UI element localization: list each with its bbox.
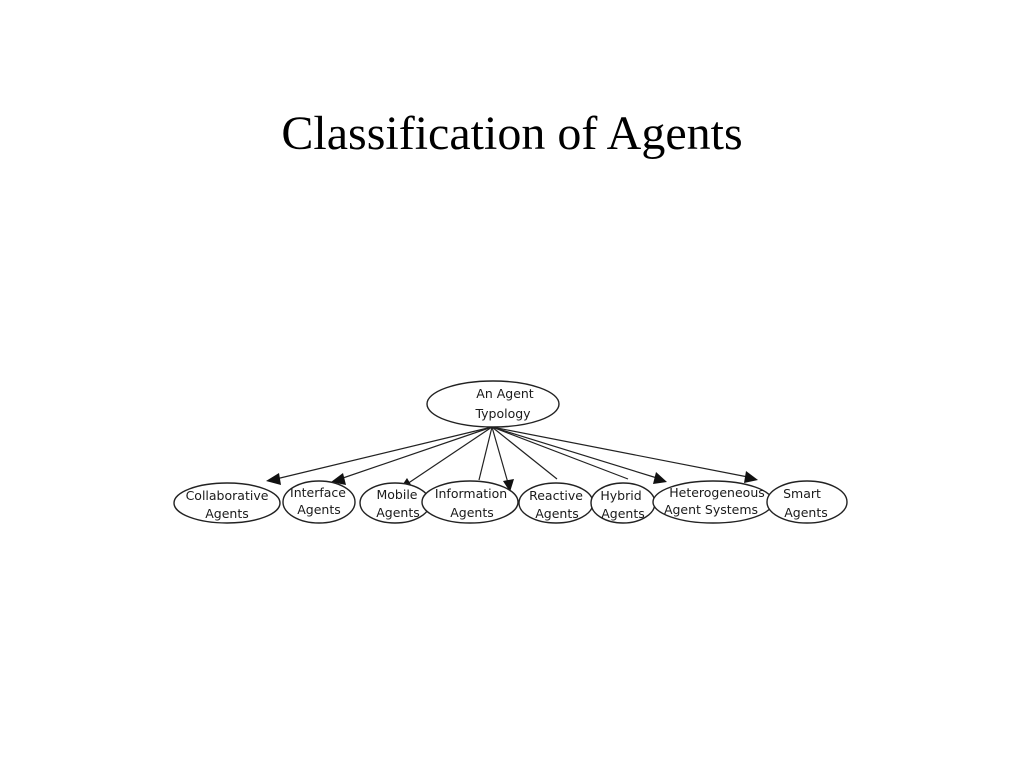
node-information-label-line2: Agents [450,505,494,520]
edge-to-reactive [491,426,558,480]
node-mobile-label-line2: Agents [376,505,420,520]
node-interface-label-line2: Agents [297,502,341,517]
arrowhead-heterogeneous [653,472,667,484]
node-information: Information Agents [421,480,519,524]
arrowhead-smart [744,471,758,483]
node-interface: Interface Agents [282,480,356,524]
node-heterogeneous-label-line1: Heterogeneous [669,485,765,500]
edge-to-interface [339,426,493,480]
node-collaborative: Collaborative Agents [173,482,281,524]
node-mobile: Mobile Agents [359,482,431,524]
node-collaborative-label-line1: Collaborative [186,488,269,503]
edge-to-smart [491,426,749,478]
node-collaborative-label-line2: Agents [205,506,249,521]
node-root-label-line1: An Agent [476,386,534,401]
node-smart-label-line1: Smart [783,486,821,501]
node-heterogeneous-label-line2: Agent Systems [664,502,758,517]
node-information-label-line1: Information [435,486,507,501]
node-hybrid: Hybrid Agents [590,482,656,524]
edge-to-collaborative [275,426,493,480]
node-hybrid-label-line2: Agents [601,506,645,521]
node-smart: Smart Agents [766,480,848,524]
node-interface-label-line1: Interface [290,485,346,500]
slide-title: Classification of Agents [281,107,743,160]
node-smart-label-line2: Agents [784,505,828,520]
node-hybrid-label-line1: Hybrid [600,488,641,503]
arrowhead-interface [331,473,346,485]
edge-to-heterogeneous [491,426,658,479]
edges-group [266,426,758,492]
node-root-label-line2: Typology [474,406,531,421]
arrowhead-collaborative [266,473,281,485]
edge-to-information-left [478,426,493,481]
node-reactive-label-line1: Reactive [529,488,583,503]
node-reactive-label-line2: Agents [535,506,579,521]
node-mobile-label-line1: Mobile [376,487,417,502]
arrowhead-information [503,479,514,492]
node-heterogeneous: Heterogeneous Agent Systems [652,480,774,524]
node-root: An Agent Typology [426,380,560,428]
edge-to-mobile [406,426,493,485]
edge-to-hybrid [491,426,629,480]
edge-to-information-right [491,426,509,484]
node-reactive: Reactive Agents [518,482,594,524]
